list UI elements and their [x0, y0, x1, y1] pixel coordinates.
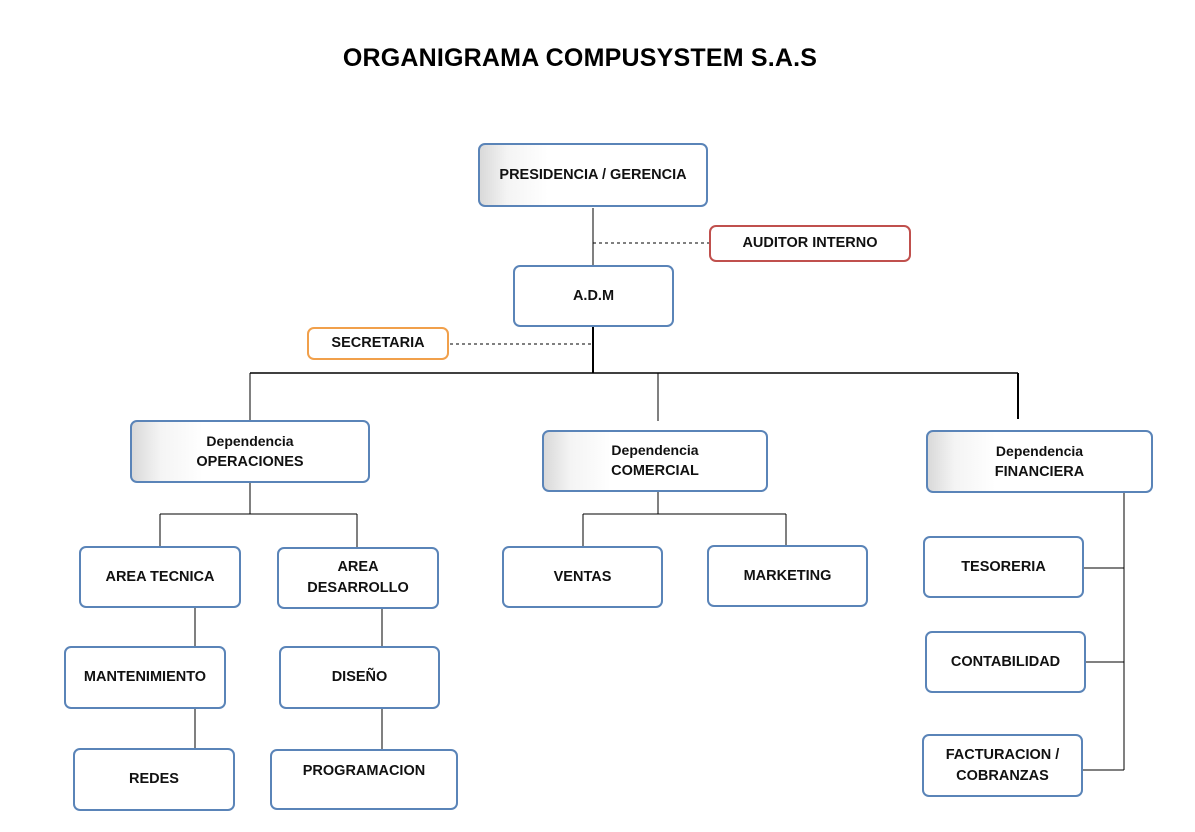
chart-title: ORGANIGRAMA COMPUSYSTEM S.A.S: [342, 44, 818, 72]
node-dependencia-comercial: Dependencia COMERCIAL: [542, 430, 768, 492]
node-contabilidad: CONTABILIDAD: [925, 631, 1086, 693]
node-marketing-label: MARKETING: [743, 567, 832, 584]
node-marketing: MARKETING: [707, 545, 868, 607]
node-redes: REDES: [73, 748, 235, 811]
node-financiera-line2: FINANCIERA: [994, 463, 1085, 480]
node-tesoreria: TESORERIA: [923, 536, 1084, 598]
node-area-tecnica: AREA TECNICA: [79, 546, 241, 608]
node-programacion: PROGRAMACION: [270, 749, 458, 810]
node-dependencia-operaciones: Dependencia OPERACIONES: [130, 420, 370, 483]
node-area-desarrollo-line2: DESARROLLO: [307, 580, 409, 596]
node-operaciones-line2: OPERACIONES: [196, 453, 304, 470]
node-comercial-line1: Dependencia: [611, 442, 699, 458]
node-area-tecnica-label: AREA TECNICA: [105, 568, 215, 585]
node-mantenimiento: MANTENIMIENTO: [64, 646, 226, 709]
node-secretaria: SECRETARIA: [307, 327, 449, 360]
node-adm-label: A.D.M: [572, 287, 615, 304]
node-diseno-label: DISEÑO: [331, 669, 388, 685]
node-facturacion-line1: FACTURACION /: [945, 746, 1060, 763]
node-mantenimiento-label: MANTENIMIENTO: [83, 669, 207, 685]
node-facturacion-line2: COBRANZAS: [956, 767, 1049, 784]
node-programacion-label: PROGRAMACION: [302, 763, 426, 779]
node-contabilidad-label: CONTABILIDAD: [950, 653, 1061, 670]
node-redes-label: REDES: [129, 771, 179, 787]
node-presidencia: PRESIDENCIA / GERENCIA: [478, 143, 708, 207]
node-ventas-label: VENTAS: [553, 568, 612, 585]
node-diseno: DISEÑO: [279, 646, 440, 709]
node-presidencia-label: PRESIDENCIA / GERENCIA: [499, 166, 687, 183]
node-area-desarrollo-line1: AREA: [337, 559, 379, 575]
node-area-desarrollo: AREA DESARROLLO: [277, 547, 439, 609]
node-auditor-interno: AUDITOR INTERNO: [709, 225, 911, 262]
node-ventas: VENTAS: [502, 546, 663, 608]
node-financiera-line1: Dependencia: [995, 442, 1084, 459]
node-adm: A.D.M: [513, 265, 674, 327]
node-facturacion-cobranzas: FACTURACION / COBRANZAS: [922, 734, 1083, 797]
node-operaciones-line1: Dependencia: [206, 432, 294, 449]
node-secretaria-label: SECRETARIA: [331, 335, 425, 351]
node-tesoreria-label: TESORERIA: [961, 558, 1046, 575]
node-comercial-line2: COMERCIAL: [611, 463, 699, 479]
node-dependencia-financiera: Dependencia FINANCIERA: [926, 430, 1153, 493]
node-auditor-interno-label: AUDITOR INTERNO: [742, 235, 878, 251]
